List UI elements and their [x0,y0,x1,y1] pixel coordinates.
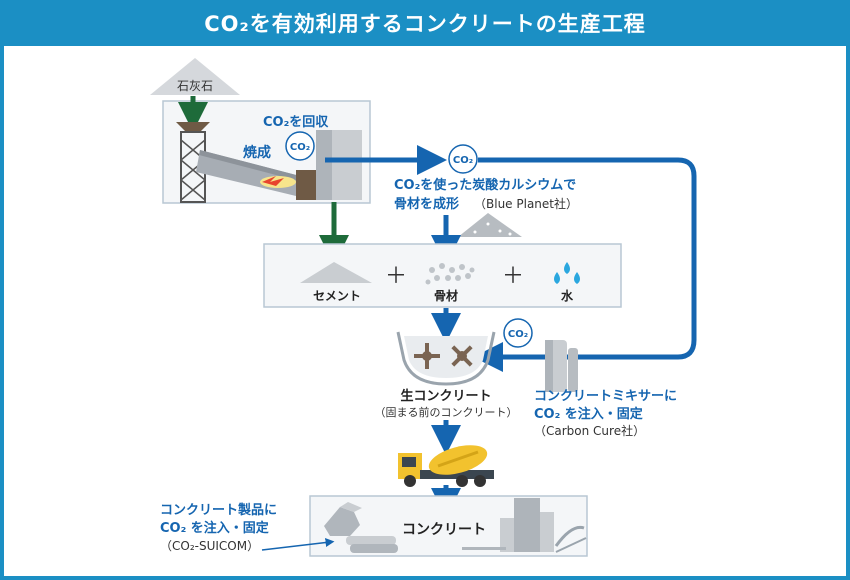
aggregate-desc-line2: 骨材を成形 [394,196,459,212]
buildings-icon [462,498,587,553]
gravel-pile-icon [458,213,522,237]
co2-tank-icon [545,340,578,392]
plus-sign-2: ＋ [502,264,524,289]
co2-badge-text: CO₂ [290,142,310,153]
fresh-concrete-label: 生コンクリート [400,388,491,404]
limestone-label: 石灰石 [177,79,213,93]
plus-sign-1: ＋ [385,264,407,289]
aggregate-label: 骨材 [434,288,458,303]
page-title: CO₂を有効利用するコンクリートの生産工程 [0,0,850,46]
mixer-company: （Carbon Cure社） [534,423,645,438]
product-pointer-line [261,538,335,551]
kiln-icon [176,122,362,203]
co2-badge-kiln: CO₂ [285,131,315,161]
mixer-desc-line1: コンクリートミキサーに [534,389,677,404]
aggregate-icon [425,263,475,285]
aggregate-company: （Blue Planet社） [474,196,578,211]
cement-pile-icon [300,262,372,283]
water-drops-icon [554,262,580,284]
co2-badge-text: CO₂ [508,329,528,340]
concrete-label: コンクリート [402,522,486,538]
water-label: 水 [561,288,574,303]
concrete-blocks-icon [324,502,398,553]
co2-loop-arrow [473,157,697,372]
product-desc-line1: コンクリート製品に [160,502,277,518]
co2-badge-mixer: CO₂ [503,318,533,348]
product-company: （CO₂-SUICOM） [160,539,259,553]
co2-capture-label: CO₂を回収 [263,115,329,130]
mixer-icon [396,331,496,386]
limestone-pile-icon [150,58,240,95]
product-desc-line2: CO₂ を注入・固定 [160,520,269,536]
co2-badge-aggregate: CO₂ [448,144,478,174]
calcination-label: 焼成 [243,144,271,161]
mixer-desc-line2: CO₂ を注入・固定 [534,406,643,422]
fresh-concrete-note: （固まる前のコンクリート） [375,405,518,419]
co2-badge-text: CO₂ [453,155,473,166]
cement-label: セメント [313,289,361,303]
aggregate-desc-line1: CO₂を使った炭酸カルシウムで [394,177,576,193]
mixer-truck-icon [398,445,494,487]
